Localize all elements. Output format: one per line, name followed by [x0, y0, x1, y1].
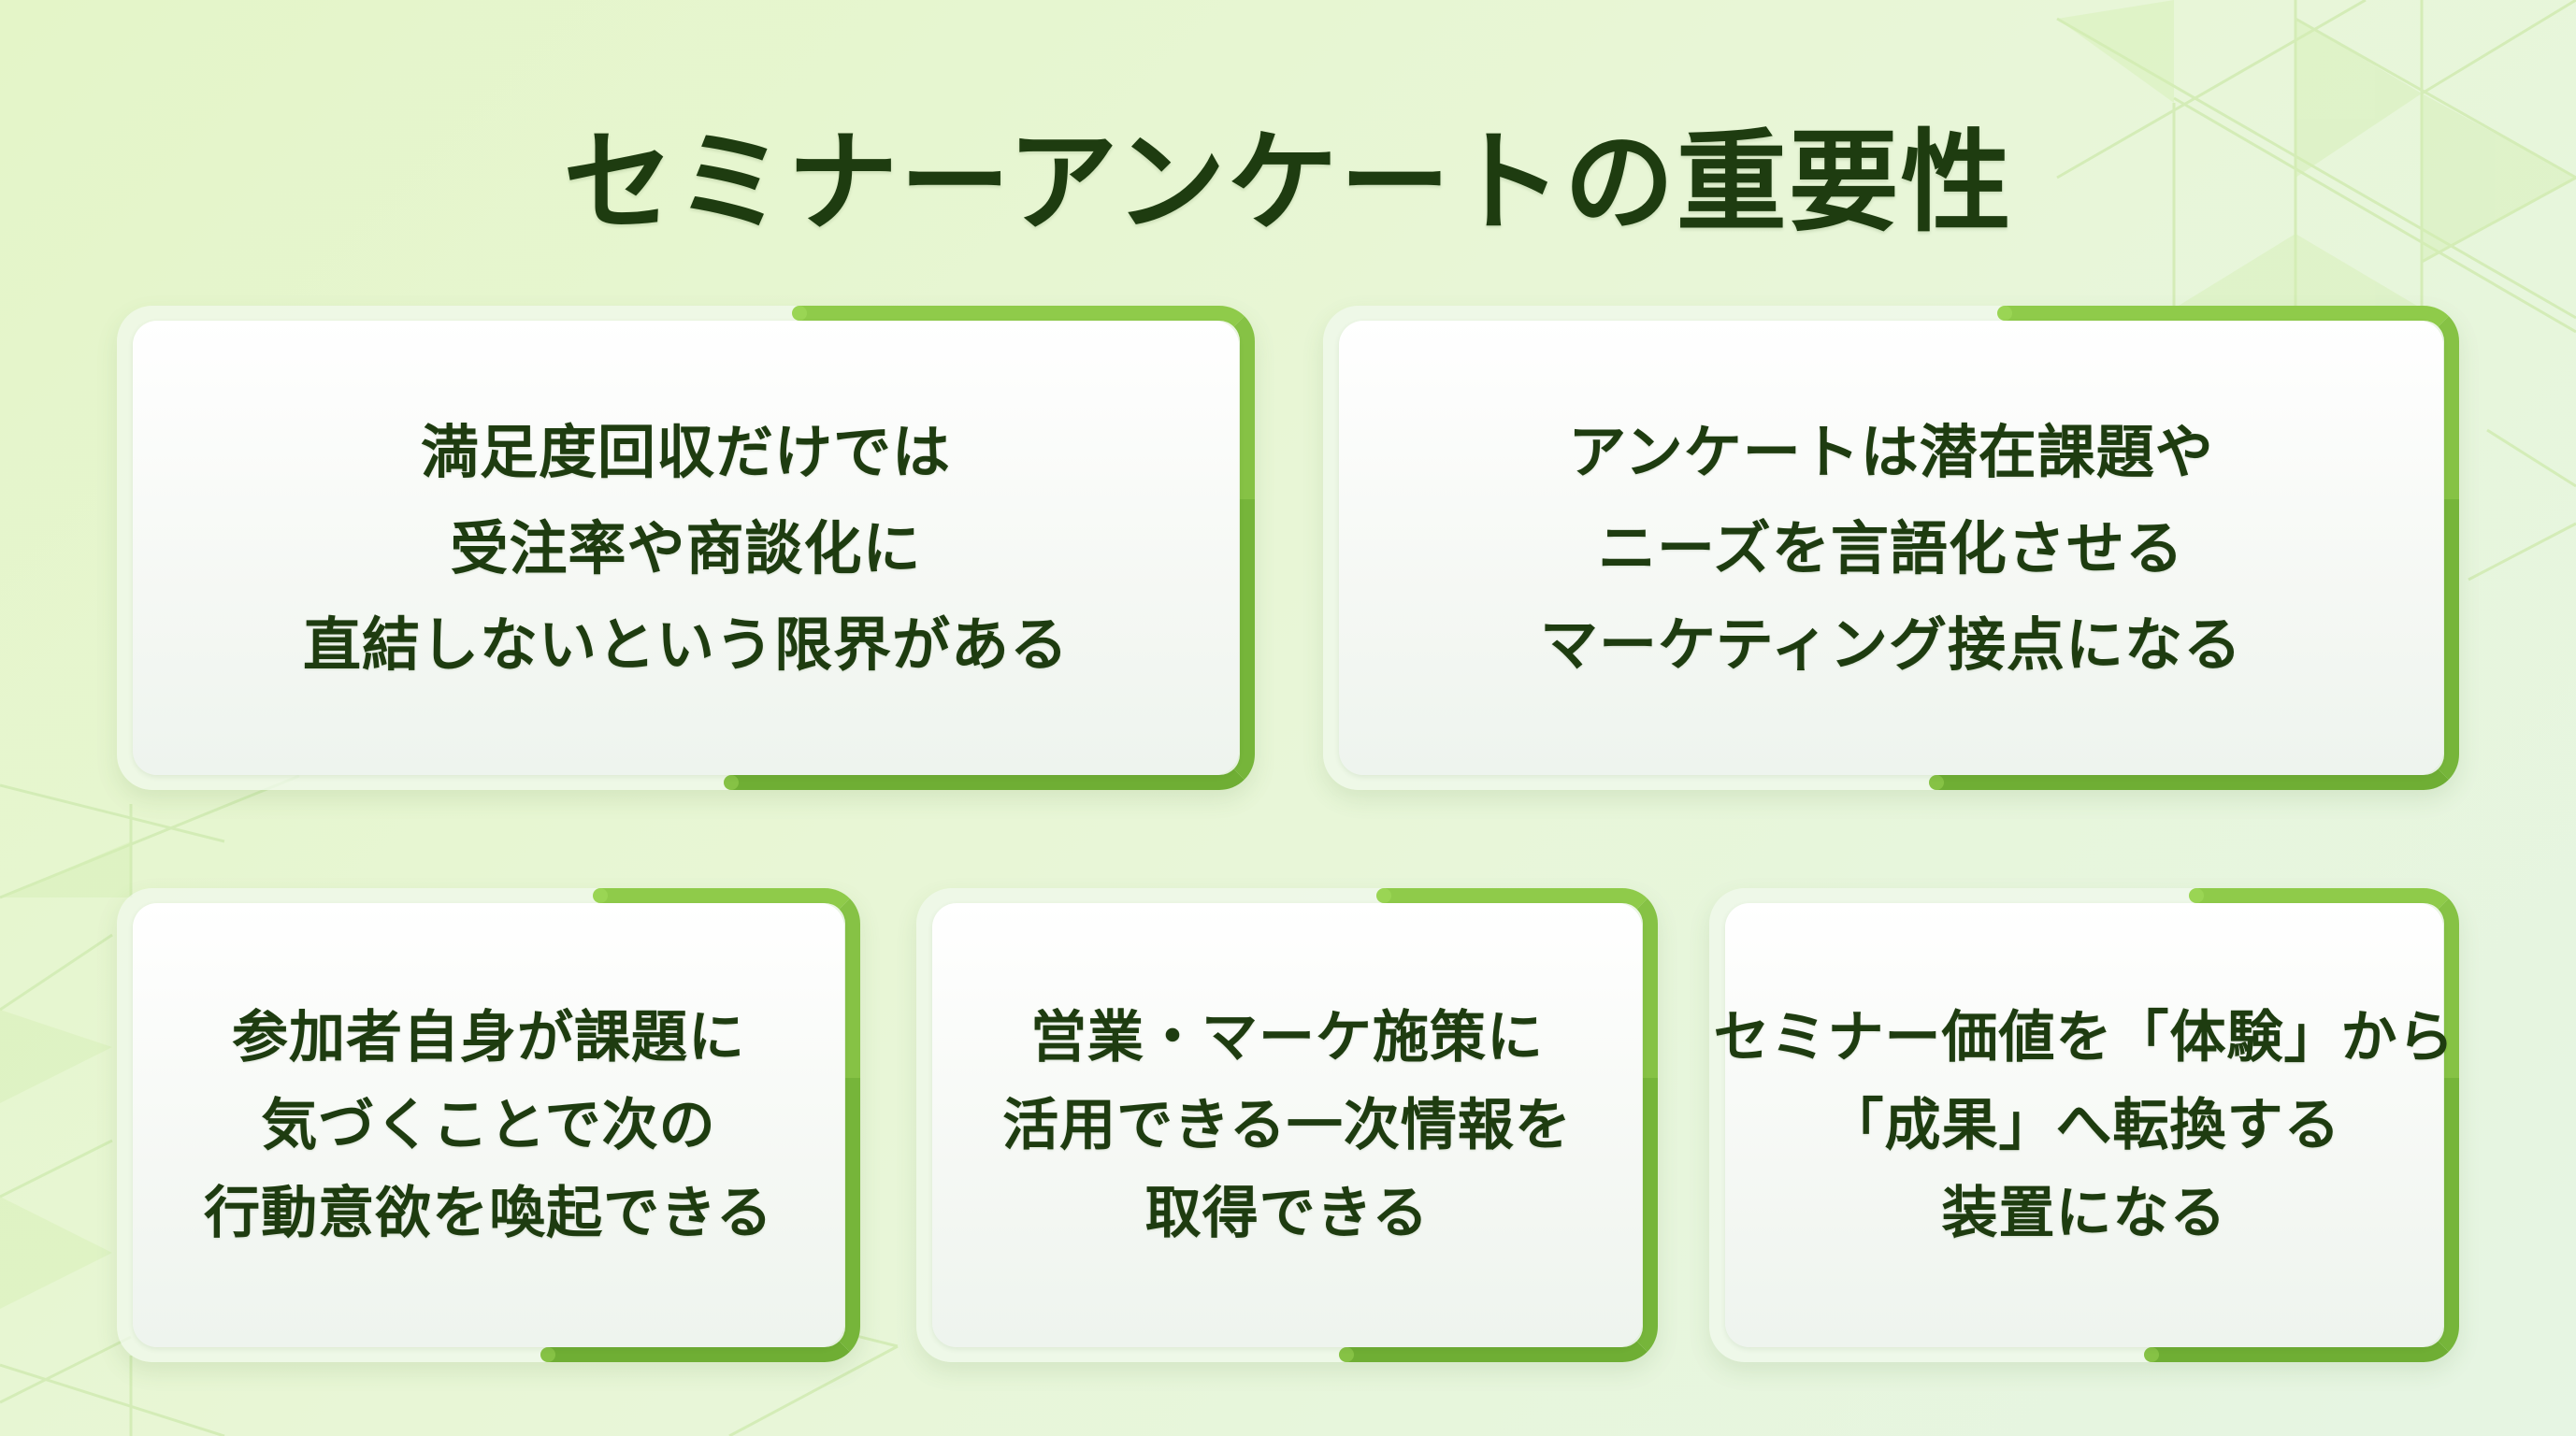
card-body: 参加者自身が課題に 気づくことで次の 行動意欲を喚起できる	[133, 903, 844, 1347]
card-accent-bottom	[540, 1077, 860, 1362]
card-line: 営業・マーケ施策に	[1030, 1004, 1544, 1070]
card-line: 満足度回収だけでは	[420, 417, 951, 486]
card-text: 参加者自身が課題に 気づくことで次の 行動意欲を喚起できる	[204, 994, 773, 1257]
card-text: 営業・マーケ施策に 活用できる一次情報を 取得できる	[1002, 994, 1572, 1257]
card-text: セミナー価値を「体験」から 「成果」へ転換する 装置になる	[1714, 994, 2455, 1257]
card-accent-bottom	[2144, 1077, 2459, 1362]
card-line: 参加者自身が課題に	[232, 1004, 745, 1070]
card-primary-information: 営業・マーケ施策に 活用できる一次情報を 取得できる	[916, 888, 1658, 1362]
card-experience-to-results: セミナー価値を「体験」から 「成果」へ転換する 装置になる	[1709, 888, 2459, 1362]
card-accent-bottom	[724, 499, 1255, 790]
card-line: ニーズを言語化させる	[1598, 513, 2184, 582]
card-line: 装置になる	[1941, 1180, 2227, 1246]
card-line: 直結しないという限界がある	[302, 610, 1069, 679]
card-satisfaction-limit: 満足度回収だけでは 受注率や商談化に 直結しないという限界がある	[117, 306, 1255, 790]
card-line: 活用できる一次情報を	[1002, 1092, 1572, 1158]
card-body: セミナー価値を「体験」から 「成果」へ転換する 装置になる	[1714, 903, 2454, 1347]
card-text: アンケートは潜在課題や ニーズを言語化させる マーケティング接点になる	[1540, 404, 2242, 693]
card-body: 満足度回収だけでは 受注率や商談化に 直結しないという限界がある	[133, 321, 1239, 775]
card-marketing-touchpoint: アンケートは潜在課題や ニーズを言語化させる マーケティング接点になる	[1323, 306, 2459, 790]
card-line: 受注率や商談化に	[450, 513, 922, 582]
card-line: 取得できる	[1144, 1180, 1430, 1246]
card-body: 営業・マーケ施策に 活用できる一次情報を 取得できる	[932, 903, 1642, 1347]
card-line: 気づくことで次の	[261, 1092, 716, 1158]
card-accent-bottom	[1338, 1077, 1658, 1362]
card-line: マーケティング接点になる	[1539, 610, 2243, 679]
card-line: 「成果」へ転換する	[1827, 1092, 2341, 1158]
card-accent-bottom	[1929, 499, 2459, 790]
card-body: アンケートは潜在課題や ニーズを言語化させる マーケティング接点になる	[1339, 321, 2443, 775]
card-line: セミナー価値を「体験」から	[1713, 1004, 2455, 1070]
card-text: 満足度回収だけでは 受注率や商談化に 直結しないという限界がある	[303, 404, 1069, 693]
card-participant-awareness: 参加者自身が課題に 気づくことで次の 行動意欲を喚起できる	[117, 888, 860, 1362]
slide-title: セミナーアンケートの重要性	[563, 118, 2013, 247]
card-line: アンケートは潜在課題や	[1568, 417, 2214, 486]
card-line: 行動意欲を喚起できる	[204, 1180, 773, 1246]
